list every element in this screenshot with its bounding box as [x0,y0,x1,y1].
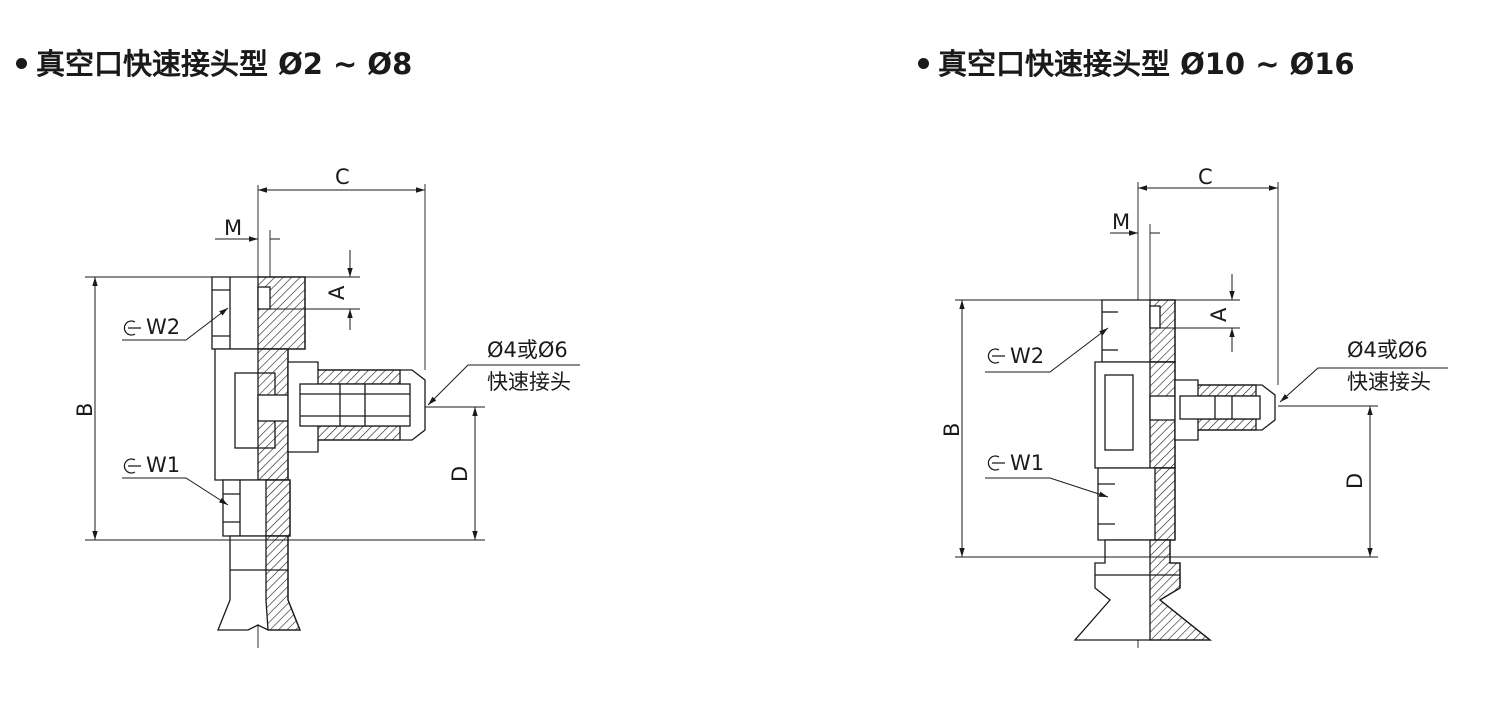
left-dim-d: D [448,466,472,482]
left-wrench-w1: W1 [146,453,180,477]
heading-left-text: 真空口快速接头型 Ø2 ~ Ø8 [36,47,413,81]
heading-right-text: 真空口快速接头型 Ø10 ~ Ø16 [938,47,1355,81]
left-dim-m: M [224,216,242,240]
left-dim-a: A [325,285,349,300]
right-dim-b: B [940,423,964,437]
left-tube-size: Ø4或Ø6 [487,338,568,362]
left-drawing [85,184,580,648]
right-dim-m: M [1112,210,1130,234]
heading-left: 真空口快速接头型 Ø2 ~ Ø8 [16,46,412,82]
right-tube-size: Ø4或Ø6 [1347,338,1428,362]
left-fitting-name: 快速接头 [487,370,571,394]
right-dim-c: C [1198,165,1213,189]
right-wrench-w2: W2 [1010,344,1044,368]
heading-right: 真空口快速接头型 Ø10 ~ Ø16 [918,46,1355,82]
right-wrench-w1: W1 [1010,451,1044,475]
right-dim-a: A [1207,307,1231,322]
right-drawing [955,182,1448,648]
bullet-icon [918,57,929,69]
right-labels: C M A B D W2 W1 Ø4或Ø6 快速接头 [940,165,1431,489]
left-wrench-w2: W2 [146,315,180,339]
left-labels: C M A B D W2 W1 Ø4或Ø6 快速接头 [73,165,571,482]
left-dim-b: B [73,403,97,417]
bullet-icon [16,57,27,69]
left-dim-c: C [335,165,350,189]
right-fitting-name: 快速接头 [1347,370,1431,394]
right-dim-d: D [1343,473,1367,489]
